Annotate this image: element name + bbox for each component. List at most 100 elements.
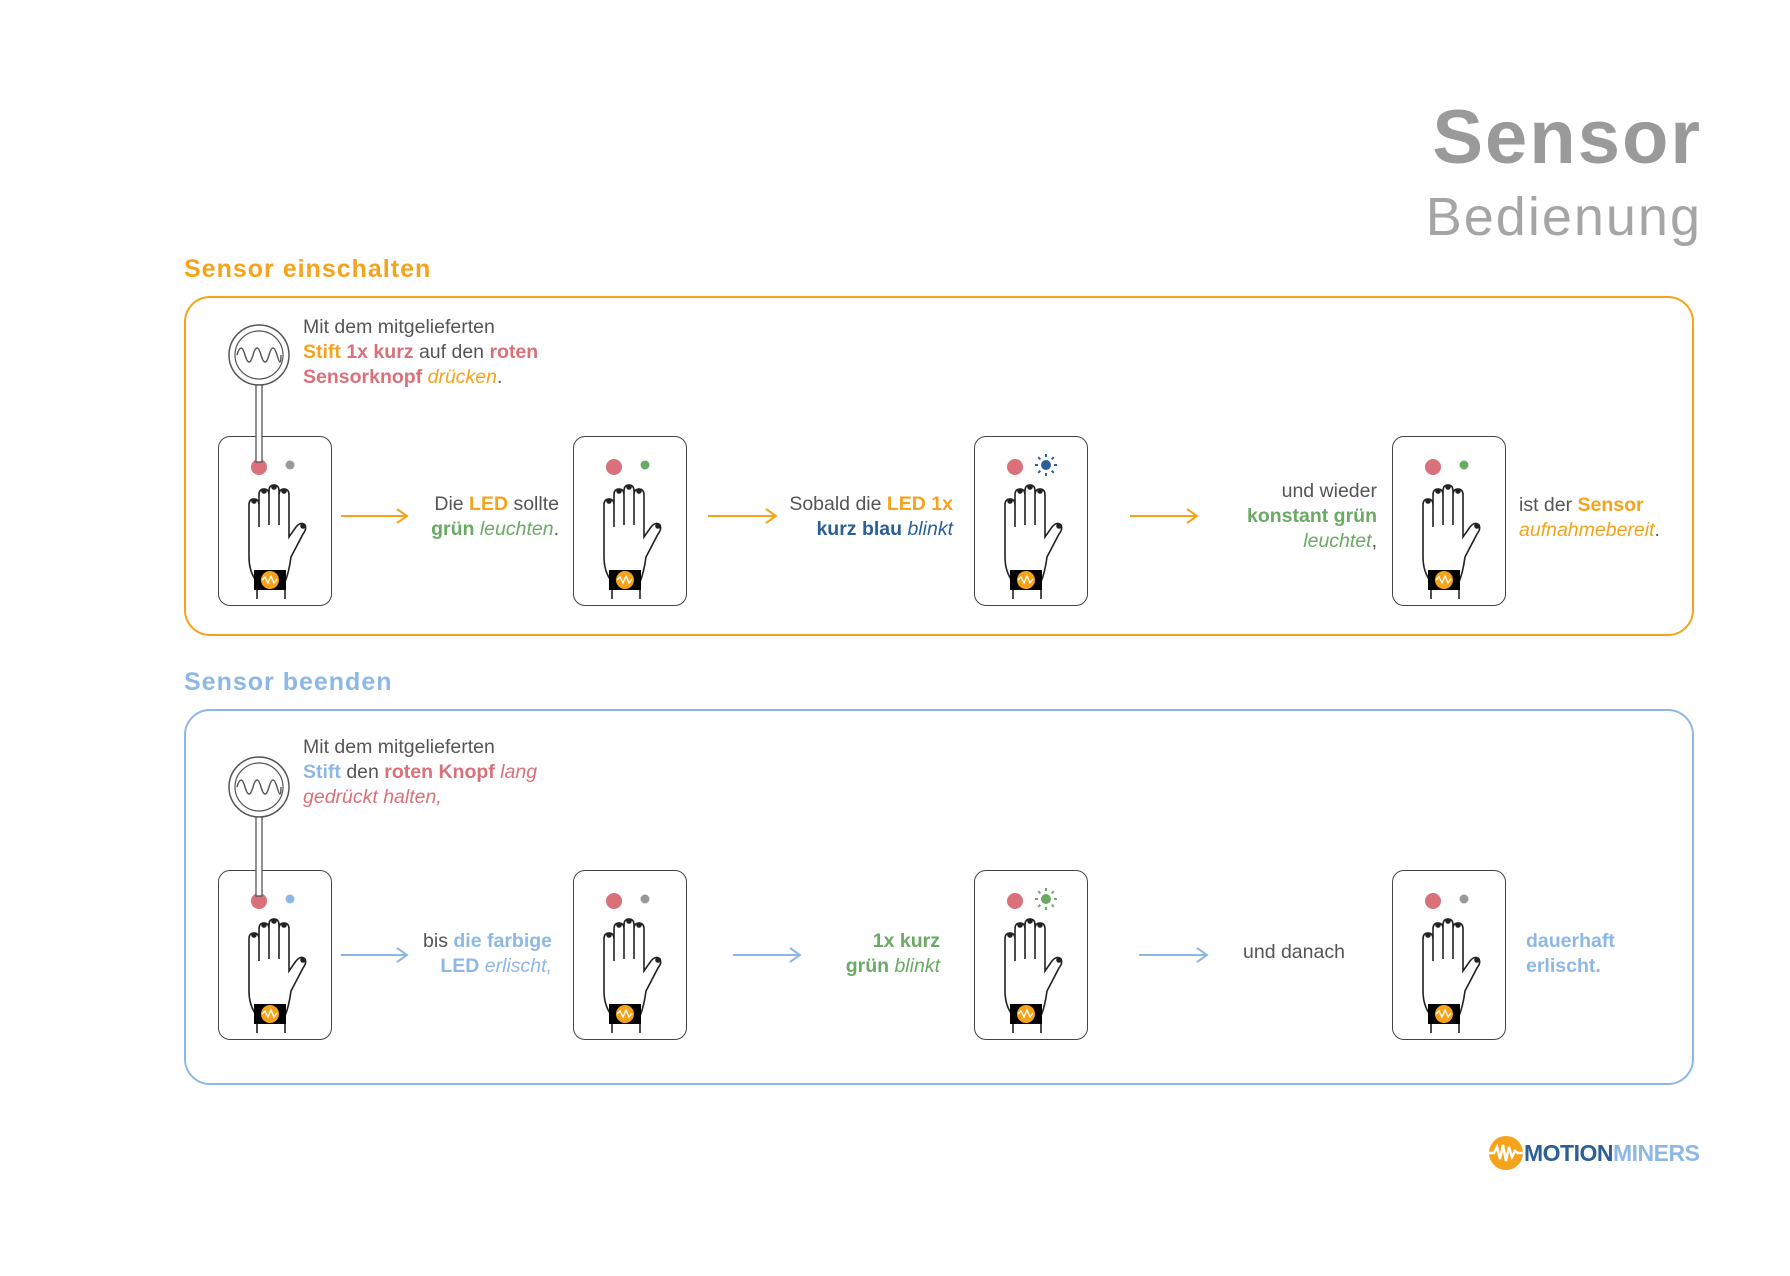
arrow-right-icon — [341, 508, 409, 524]
text-segment: grün — [431, 518, 475, 540]
text-segment: . — [1654, 519, 1660, 541]
text-line: Stift den roten Knopf lang — [303, 760, 537, 785]
hand-icon — [1422, 484, 1481, 599]
red-sensor-button — [251, 893, 267, 909]
text-line: aufnahmebereit. — [1519, 518, 1660, 543]
text-segment: die farbige — [453, 930, 552, 952]
text-segment: roten — [489, 341, 539, 363]
sensor-device-3 — [974, 870, 1088, 1040]
text-line: kurz blau blinkt — [789, 517, 953, 542]
arrow-right-icon — [341, 947, 409, 963]
sensor-device-1 — [218, 436, 332, 606]
section-heading-off: Sensor beenden — [184, 668, 393, 696]
text-line: konstant grün — [1247, 504, 1377, 529]
arrow-right-icon — [708, 508, 778, 524]
text-segment: erlischt, — [479, 955, 552, 977]
text-segment: und danach — [1243, 941, 1345, 963]
pen-stylus-icon — [228, 324, 290, 463]
text-segment: bis — [423, 930, 454, 952]
sensor-wave-icon — [1435, 1005, 1453, 1023]
red-sensor-button — [251, 459, 267, 475]
section-box-off — [184, 709, 1694, 1085]
step-4-text: dauerhaft erlischt. — [1526, 929, 1615, 979]
sensor-wave-icon — [261, 571, 279, 589]
hand-icon — [248, 918, 307, 1033]
hand-icon — [248, 484, 307, 599]
text-segment: . — [496, 366, 503, 388]
text-line: grün blinkt — [846, 954, 940, 979]
section-box-on — [184, 296, 1694, 636]
text-segment: ist der — [1519, 494, 1578, 516]
text-segment: lang — [494, 761, 538, 783]
text-segment: auf den — [413, 341, 490, 363]
text-line: Sensorknopf drücken. — [303, 365, 538, 390]
text-segment: , — [1371, 530, 1377, 552]
page-title: Sensor — [1432, 95, 1702, 180]
red-sensor-button — [1425, 893, 1441, 909]
text-segment: Sensor — [1577, 494, 1644, 516]
red-sensor-button — [606, 893, 622, 909]
sensor-device-3 — [974, 436, 1088, 606]
sensor-wave-icon — [1435, 571, 1453, 589]
section-heading-on: Sensor einschalten — [184, 255, 432, 283]
text-line: leuchtet, — [1247, 529, 1377, 554]
text-segment: erlischt. — [1526, 955, 1601, 977]
pen-stylus-icon — [228, 756, 290, 897]
text-segment: 1x kurz — [346, 341, 414, 363]
status-led — [640, 894, 650, 904]
sensor-wave-icon — [616, 571, 634, 589]
status-led — [285, 460, 295, 470]
hand-icon — [1004, 918, 1063, 1033]
logo-text-miners: MINERS — [1613, 1139, 1700, 1166]
sensor-device-4 — [1392, 870, 1506, 1040]
hand-icon — [603, 918, 662, 1033]
text-line: 1x kurz — [846, 929, 940, 954]
status-led — [640, 460, 650, 470]
text-line: gedrückt halten, — [303, 785, 537, 810]
hand-icon — [1422, 918, 1481, 1033]
text-segment: und wieder — [1281, 480, 1377, 502]
page-subtitle: Bedienung — [1425, 187, 1702, 247]
sensor-wave-icon — [261, 1005, 279, 1023]
status-led — [1459, 894, 1469, 904]
red-sensor-button — [1007, 893, 1023, 909]
text-segment: dauerhaft — [1526, 930, 1615, 952]
text-segment: LED 1x — [886, 493, 953, 515]
sensor-wave-icon — [616, 1005, 634, 1023]
text-line: Mit dem mitgelieferten — [303, 735, 537, 760]
text-segment: grün — [845, 955, 890, 977]
text-segment: roten Knopf — [384, 761, 495, 783]
hand-icon — [1004, 484, 1063, 599]
text-segment: Mit dem mitgelieferten — [303, 736, 495, 758]
text-segment: Mit dem mitgelieferten — [303, 316, 495, 338]
text-segment: Stift — [303, 761, 341, 783]
sensor-device-1 — [218, 870, 332, 1040]
text-segment: blinkt — [902, 518, 953, 540]
logo-wave-icon — [1488, 1136, 1524, 1170]
status-led — [285, 894, 295, 904]
text-segment: leuchten — [474, 518, 554, 540]
text-segment: gedrückt halten, — [303, 786, 442, 808]
sensor-wave-icon — [1017, 1005, 1035, 1023]
text-line: Die LED sollte — [431, 492, 559, 517]
text-line: und danach — [1243, 940, 1345, 965]
led-blink-icon — [1035, 454, 1057, 476]
text-segment: Sobald die — [789, 493, 887, 515]
text-segment: leuchtet — [1303, 530, 1372, 552]
text-line: dauerhaft — [1526, 929, 1615, 954]
status-led — [1459, 460, 1469, 470]
text-segment: drücken — [422, 366, 497, 388]
logo-text-motion: MOTION — [1524, 1139, 1614, 1166]
arrow-right-icon — [733, 947, 802, 963]
text-line: LED erlischt, — [423, 954, 552, 979]
text-line: erlischt. — [1526, 954, 1615, 979]
led-blink-icon — [1035, 888, 1057, 910]
